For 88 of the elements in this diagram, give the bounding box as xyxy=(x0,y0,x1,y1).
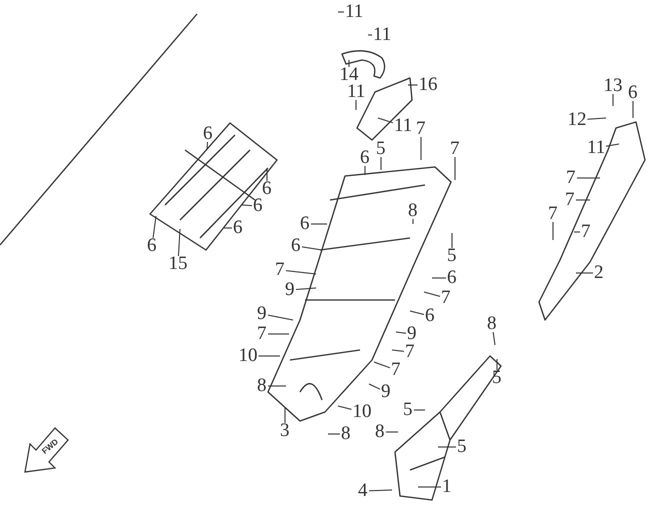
callout-number: 7 xyxy=(441,289,450,307)
callout-number: 6 xyxy=(360,149,370,167)
leader-line xyxy=(576,272,594,274)
leader-line xyxy=(368,384,380,390)
leader-line xyxy=(420,136,422,160)
callout-number: 1 xyxy=(442,478,452,496)
callout-number: 6 xyxy=(147,237,156,255)
callout-number: 6 xyxy=(300,215,310,233)
leader-line xyxy=(424,292,440,297)
callout-number: 11 xyxy=(373,26,392,44)
callout-number: 8 xyxy=(257,377,266,395)
callout-number: 5 xyxy=(376,140,386,158)
leader-line xyxy=(392,350,404,352)
leader-line xyxy=(206,142,208,150)
callout-number: 8 xyxy=(408,202,418,220)
leader-line xyxy=(368,490,392,492)
callout-number: 5 xyxy=(457,438,466,456)
leader-line xyxy=(296,288,316,290)
leader-line xyxy=(364,166,366,176)
callout-number: 8 xyxy=(487,315,496,333)
callout-number: 7 xyxy=(391,361,400,379)
leader-line xyxy=(632,100,634,118)
callout-number: 7 xyxy=(405,343,414,361)
leader-line xyxy=(412,218,414,224)
leader-line xyxy=(348,60,350,68)
callout-number: 7 xyxy=(548,205,558,223)
callout-number: 6 xyxy=(262,180,272,198)
callout-number: 11 xyxy=(345,3,364,21)
leader-line xyxy=(374,362,390,368)
leader-line xyxy=(492,332,496,346)
callout-number: 7 xyxy=(581,223,590,241)
leader-line xyxy=(408,84,418,86)
callout-number: 11 xyxy=(587,139,606,157)
leader-line xyxy=(418,486,442,488)
leader-line xyxy=(378,118,394,124)
leader-line xyxy=(152,216,156,238)
callout-number: 10 xyxy=(352,403,372,421)
leader-line xyxy=(552,222,554,240)
callout-number: 9 xyxy=(407,325,416,343)
leader-line xyxy=(284,408,286,424)
callout-number: 7 xyxy=(416,120,426,138)
callout-number: 3 xyxy=(280,422,290,440)
leader-line xyxy=(266,168,268,182)
leader-line xyxy=(612,94,614,106)
leader-line xyxy=(268,314,294,320)
callout-number: 7 xyxy=(450,140,460,158)
callout-number: 9 xyxy=(285,281,294,299)
callout-number: 6 xyxy=(628,84,638,102)
callout-number: 11 xyxy=(394,117,412,135)
leader-line xyxy=(368,34,372,36)
callout-number: 7 xyxy=(565,191,574,209)
leader-line xyxy=(338,406,352,410)
callout-number: 5 xyxy=(447,247,456,265)
callout-number: 10 xyxy=(238,347,258,365)
leader-line xyxy=(396,332,406,334)
leader-line xyxy=(242,204,252,206)
callout-number: 6 xyxy=(203,125,212,143)
leader-line xyxy=(410,310,424,315)
callout-number: 16 xyxy=(418,76,438,94)
callout-number: 12 xyxy=(568,111,586,129)
leader-line xyxy=(454,156,456,180)
callout-number: 9 xyxy=(257,305,266,323)
leader-line xyxy=(438,446,456,448)
callout-number: 6 xyxy=(425,307,434,325)
callout-number: 6 xyxy=(291,237,300,255)
callout-number: 6 xyxy=(253,197,262,215)
leader-line xyxy=(606,144,620,147)
leader-line xyxy=(286,270,316,274)
leader-line xyxy=(496,358,498,370)
leader-line xyxy=(302,246,322,250)
callout-number: 8 xyxy=(375,423,384,441)
callout-number: 2 xyxy=(594,264,604,282)
callout-number: 9 xyxy=(381,383,390,401)
leader-line xyxy=(587,118,606,120)
callout-number: 7 xyxy=(566,169,576,187)
callout-number: 8 xyxy=(341,425,350,443)
callout-number: 6 xyxy=(447,269,456,287)
callout-number: 7 xyxy=(275,261,284,279)
callout-number: 13 xyxy=(604,77,622,95)
callout-number: 15 xyxy=(168,255,188,273)
callout-number: 7 xyxy=(257,325,266,343)
callout-number: 11 xyxy=(347,83,366,101)
callout-number: 14 xyxy=(340,66,358,84)
callout-number: 4 xyxy=(358,482,368,500)
leader-line xyxy=(178,228,180,256)
leader-line xyxy=(380,156,382,170)
callout-number: 5 xyxy=(403,401,412,419)
callout-number: 6 xyxy=(233,219,242,237)
